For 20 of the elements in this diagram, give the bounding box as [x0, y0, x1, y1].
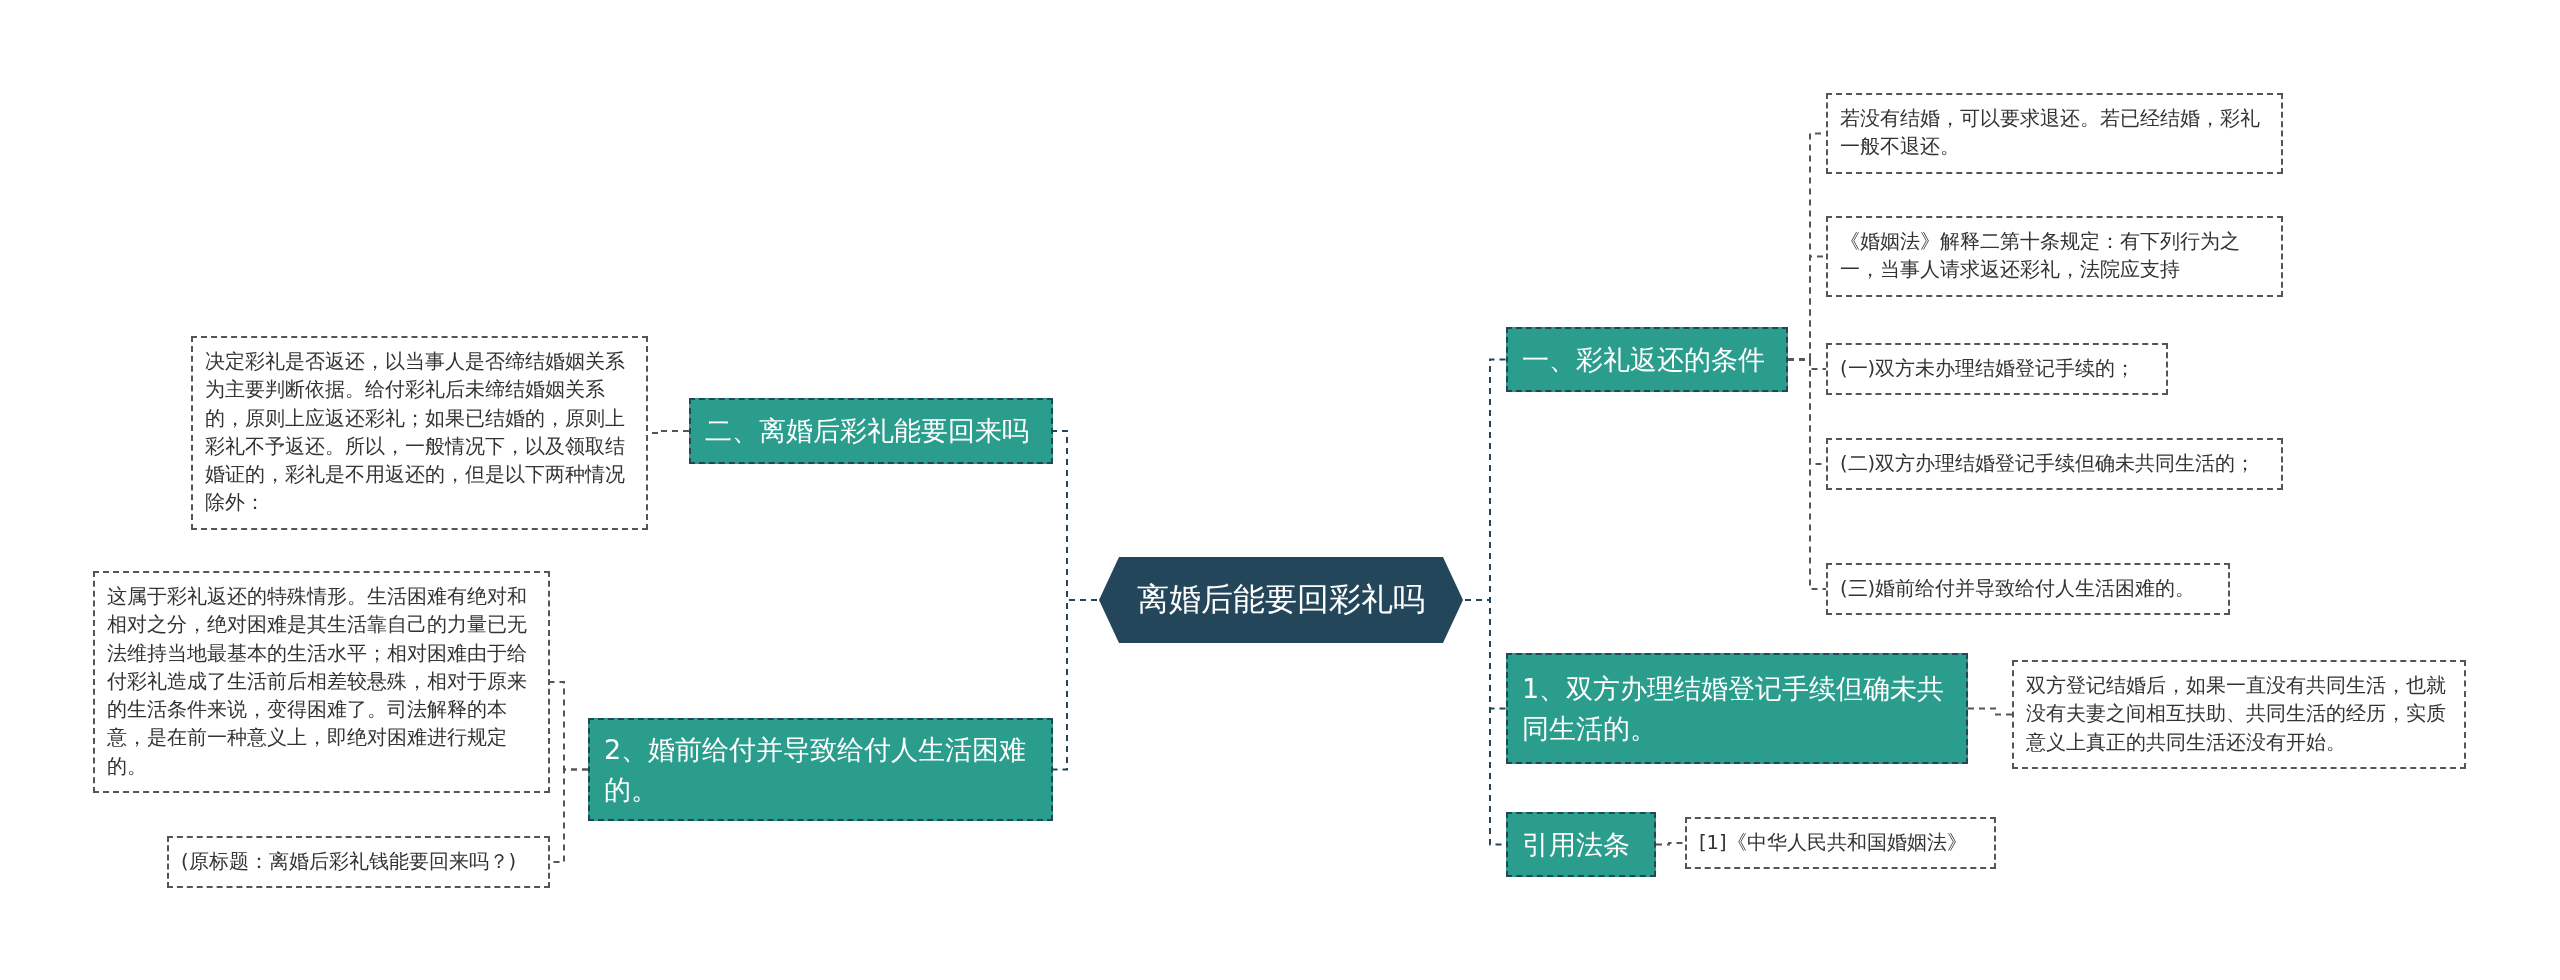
note-box: 双方登记结婚后，如果一直没有共同生活，也就没有夫妻之间相互扶助、共同生活的经历，实质意义上真正的共同生活还没有开始。	[2012, 660, 2466, 769]
note-box: 这属于彩礼返还的特殊情形。生活困难有绝对和相对之分，绝对困难是其生活靠自己的力量已无法维持当地最基本的生活水平；相对困难由于给付彩礼造成了生活前后相差较悬殊，相对于原来的生活条件来说，变得困难了。司法解释的本意，是在前一种意义上，即绝对困难进行规定的。	[93, 571, 550, 793]
topic-box: 2、婚前给付并导致给付人生活困难的。	[588, 718, 1053, 821]
topic-box: 一、彩礼返还的条件	[1506, 327, 1788, 392]
note-box: 若没有结婚，可以要求退还。若已经结婚，彩礼一般不退还。	[1826, 93, 2283, 174]
note-box: (三)婚前给付并导致给付人生活困难的。	[1826, 563, 2230, 616]
note-box: (原标题：离婚后彩礼钱能要回来吗？)	[167, 836, 550, 889]
note-box: 《婚姻法》解释二第十条规定：有下列行为之一，当事人请求返还彩礼，法院应支持	[1826, 216, 2283, 297]
note-box: 决定彩礼是否返还，以当事人是否缔结婚姻关系为主要判断依据。给付彩礼后未缔结婚姻关系的，原则上应返还彩礼；如果已结婚的，原则上彩礼不予返还。所以，一般情况下，以及领取结婚证的，彩礼是不用返还的，但是以下两种情况除外：	[191, 336, 648, 530]
connector-line	[1967, 707, 2013, 716]
connector-line	[1655, 842, 1686, 846]
connector-line	[1787, 358, 1827, 590]
topic-box: 引用法条	[1506, 812, 1656, 877]
central-topic: 离婚后能要回彩礼吗	[1097, 555, 1465, 645]
topic-box: 1、双方办理结婚登记手续但确未共同生活的。	[1506, 653, 1968, 764]
topic-box: 二、离婚后彩礼能要回来吗	[689, 398, 1053, 464]
connector-line	[1052, 599, 1098, 771]
note-box: (一)双方未办理结婚登记手续的；	[1826, 343, 2168, 396]
note-box: [1]《中华人民共和国婚姻法》	[1685, 817, 1996, 870]
note-box: (二)双方办理结婚登记手续但确未共同生活的；	[1826, 438, 2283, 491]
